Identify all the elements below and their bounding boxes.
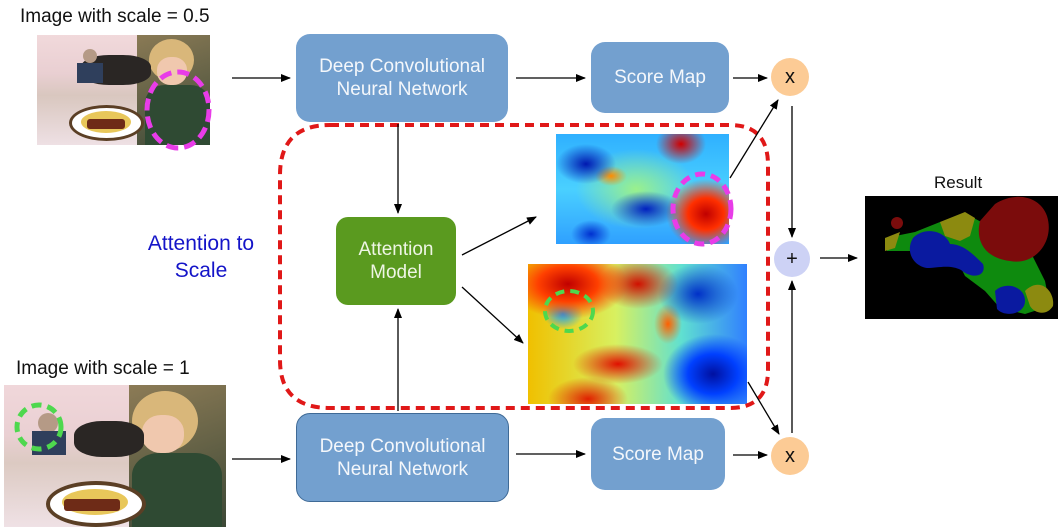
add-symbol: +: [786, 247, 798, 270]
input-label-scale-0.5: Image with scale = 0.5: [20, 6, 210, 27]
input-label-scale-1: Image with scale = 1: [16, 358, 190, 379]
attention-to-scale-label: Attention to Scale: [128, 230, 274, 284]
dcnn-top-line1: Deep Convolutional: [319, 56, 485, 77]
attention-model: Attention Model: [336, 217, 456, 305]
score-map-bottom: Score Map: [591, 418, 725, 490]
attention-to-scale-line1: Attention to: [147, 232, 255, 255]
arrow-map-small-to-mult: [729, 99, 779, 179]
arrow-attention-to-map-large: [461, 286, 524, 344]
multiply-op-bottom: x: [771, 437, 809, 475]
dcnn-bottom-line1: Deep Convolutional: [319, 435, 486, 457]
highlight-circle-large-image: [14, 402, 64, 452]
result-segmentation: [865, 196, 1058, 319]
dcnn-top-line2: Neural Network: [336, 79, 468, 100]
arrow-attention-to-map-small: [461, 216, 537, 256]
highlight-circle-small-image: [144, 69, 212, 151]
multiply-symbol-bottom: x: [785, 444, 795, 467]
input-image-scale-1: [4, 385, 226, 527]
add-op: +: [774, 241, 810, 277]
weight-map-scale-0.5: [556, 134, 729, 244]
score-map-top-label: Score Map: [614, 67, 706, 88]
score-map-bottom-label: Score Map: [612, 443, 704, 465]
attention-to-scale-line2: Scale: [174, 259, 228, 282]
result-label: Result: [934, 173, 983, 192]
weight-map-scale-1: [528, 264, 747, 404]
multiply-op-top: x: [771, 58, 809, 96]
attention-region-border: [278, 123, 770, 410]
dcnn-bottom: Deep Convolutional Neural Network: [296, 413, 509, 502]
highlight-circle-map-small: [670, 171, 734, 247]
highlight-circle-map-large: [543, 289, 595, 333]
segmentation-mask: [885, 196, 1054, 314]
dcnn-top: Deep Convolutional Neural Network: [296, 34, 508, 122]
attention-model-line2: Model: [370, 262, 422, 283]
multiply-symbol-top: x: [785, 65, 795, 88]
dcnn-bottom-line2: Neural Network: [337, 458, 468, 480]
score-map-top: Score Map: [591, 42, 729, 113]
attention-model-line1: Attention: [358, 239, 434, 260]
arrow-map-large-to-mult: [747, 381, 780, 435]
